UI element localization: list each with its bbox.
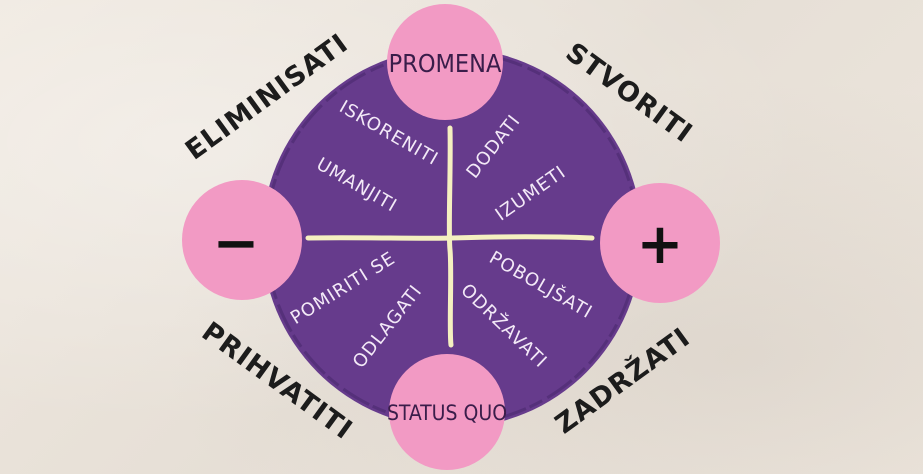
node-top-label: PROMENA (389, 49, 502, 78)
cross-horizontal (305, 234, 595, 241)
node-right-circle (600, 183, 720, 303)
minus-sign: − (213, 211, 260, 276)
cross-vertical (446, 125, 454, 348)
node-left-circle (182, 180, 302, 300)
plus-sign: + (637, 212, 684, 277)
node-bottom-circle (389, 354, 505, 470)
node-top-circle (387, 4, 503, 120)
node-bottom-label: STATUS QUO (387, 401, 507, 425)
